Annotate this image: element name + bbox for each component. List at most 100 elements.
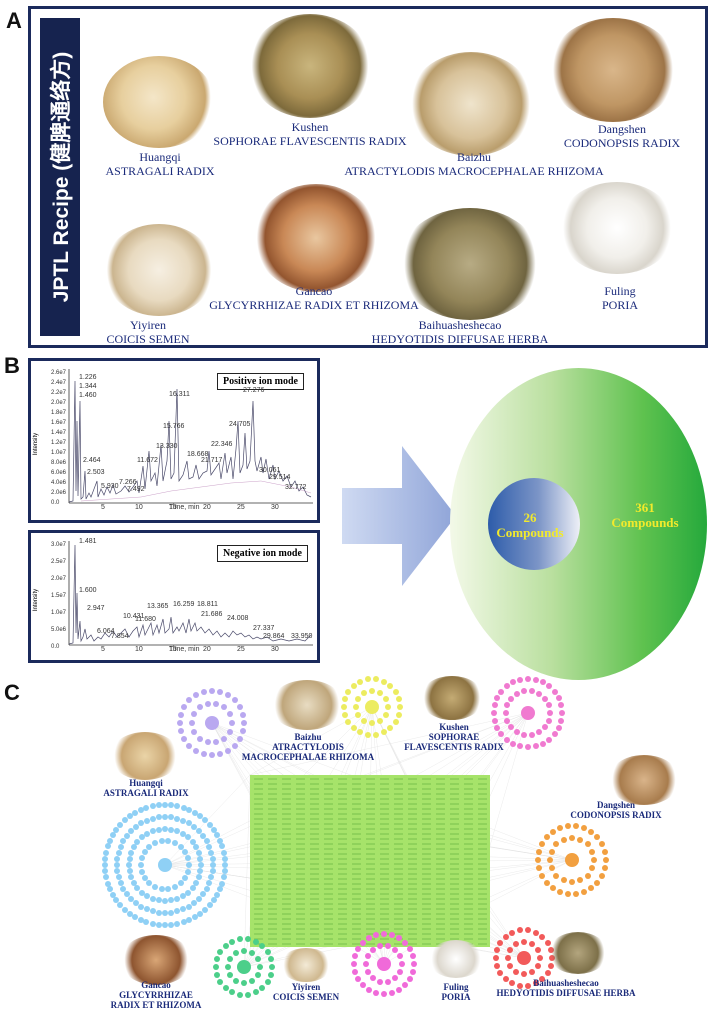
fuling-compound-node xyxy=(364,968,371,975)
huangqi-compound-node xyxy=(239,711,246,718)
gancao-compound-node xyxy=(146,843,153,850)
fuling-compound-node xyxy=(396,935,402,942)
c-baizhu-image xyxy=(270,680,344,730)
huangqi-compound-node xyxy=(221,704,228,711)
panel-label-b: B xyxy=(4,353,20,378)
kushen-compound-node xyxy=(503,683,510,690)
baizhu-compound-node xyxy=(353,704,359,710)
peak-label: 16.259 xyxy=(173,601,195,608)
gancao-compound-node xyxy=(134,885,141,892)
dangshen-compound-node xyxy=(535,865,542,872)
fuling-compound-node xyxy=(364,953,371,960)
dangshen-compound-node xyxy=(581,825,588,832)
baihuasheshecao-compound-node xyxy=(544,939,551,946)
gancao-pinyin: Gancao xyxy=(295,284,333,298)
y-tick-label: 6.0e6 xyxy=(51,470,67,476)
dangshen-compound-node xyxy=(549,829,556,836)
gancao-compound-node xyxy=(123,891,130,898)
x-tick-label: 15 xyxy=(169,646,177,653)
gancao-compound-node xyxy=(186,807,193,814)
gancao-compound-node xyxy=(162,898,168,904)
gancao-compound-node xyxy=(144,830,150,837)
x-tick-label: 5 xyxy=(101,504,105,511)
dangshen-compound-node xyxy=(535,857,541,863)
kushen-compound-node xyxy=(525,744,531,750)
dangshen-compound-node xyxy=(564,890,571,897)
peak-label: 7.854 xyxy=(111,633,129,640)
baihuasheshecao-compound-node xyxy=(507,947,514,953)
gancao-compound-node xyxy=(197,813,204,820)
kushen-compound-node xyxy=(536,690,542,697)
yiyiren-compound-node xyxy=(252,938,259,945)
huangqi-compound-node xyxy=(239,728,246,735)
y-tick-label: 2.0e6 xyxy=(51,490,67,496)
gancao-compound-node xyxy=(141,874,148,881)
kushen-compound-node xyxy=(504,702,511,709)
x-tick-label: 15 xyxy=(169,504,177,511)
gancao-compound-node xyxy=(155,909,162,916)
arrow-icon xyxy=(342,446,456,586)
dangshen-pinyin: Dangshen xyxy=(597,122,646,136)
peak-label: 7.492 xyxy=(127,486,145,493)
dangshen-hub-node xyxy=(565,853,579,867)
kushen-compound-node xyxy=(532,743,539,750)
gancao-compound-node xyxy=(168,921,175,928)
gancao-compound-node xyxy=(191,900,198,907)
kushen-compound-node xyxy=(521,688,528,695)
c-fuling-image xyxy=(428,940,484,978)
peak-label: 29.514 xyxy=(269,474,291,481)
gancao-compound-node xyxy=(174,828,181,835)
gancao-compound-node xyxy=(152,840,159,847)
baihuasheshecao-compound-node xyxy=(547,962,554,969)
dangshen-compound-node xyxy=(573,823,580,830)
gancao-compound-node xyxy=(114,868,121,875)
huangqi-compound-node xyxy=(241,720,247,726)
kushen-compound-node xyxy=(539,679,546,686)
baizhu-compound-node xyxy=(387,725,394,732)
gancao-compound-node xyxy=(113,826,120,833)
baihuasheshecao-compound-node xyxy=(494,947,501,954)
baihuasheshecao-compound-node xyxy=(494,962,501,969)
gancao-compound-node xyxy=(219,843,226,850)
negative-chromatogram-frame: Negative ion mode Intensity Time, min 3.… xyxy=(28,530,320,663)
dangshen-compound-node xyxy=(543,834,550,841)
gancao-compound-node xyxy=(197,868,204,875)
positive-chromatogram-frame: Positive ion mode Intensity Time, min 2.… xyxy=(28,358,320,523)
c-kushen-image xyxy=(420,676,484,720)
baizhu-compound-node xyxy=(361,690,367,697)
yiyiren-compound-node xyxy=(217,948,224,955)
fuling-compound-node xyxy=(402,982,409,989)
dangshen-compound-node xyxy=(569,835,575,841)
y-tick-label: 1.5e7 xyxy=(51,593,67,599)
gancao-compound-node xyxy=(134,838,141,845)
fuling-compound-node xyxy=(366,986,372,993)
gancao-compound-node xyxy=(206,843,213,850)
dangshen-compound-node xyxy=(577,877,584,884)
recipe-title: JPTL Recipe (健脾通络方) xyxy=(50,51,73,303)
kushen-compound-node xyxy=(546,736,553,743)
huangqi-compound-node xyxy=(236,704,243,710)
gancao-compound-node xyxy=(102,855,109,862)
dangshen-compound-node xyxy=(599,872,606,879)
gancao-compound-node xyxy=(162,802,168,808)
huangqi-compound-node xyxy=(193,692,199,699)
y-tick-label: 4.0e6 xyxy=(51,480,67,486)
fuling-compound-node xyxy=(406,976,413,982)
y-tick-label: 1.0e7 xyxy=(51,610,67,616)
dangshen-compound-node xyxy=(584,841,591,848)
huangqi-compound-node xyxy=(181,736,188,742)
yiyiren-compound-node xyxy=(227,972,234,978)
gancao-compound-node xyxy=(132,810,138,817)
yiyiren-compound-node xyxy=(241,948,247,954)
kushen-compound-node xyxy=(539,740,546,747)
gancao-compound-node xyxy=(220,874,227,881)
y-tick-label: 1.8e7 xyxy=(51,410,67,416)
huangqi-compound-node xyxy=(189,720,195,726)
dangshen-compound-node xyxy=(564,823,571,830)
c-huangqi-image xyxy=(110,732,180,780)
huangqi-compound-node xyxy=(204,739,211,746)
huangqi-compound-node xyxy=(217,750,224,757)
c-baihuasheshecao-image xyxy=(548,932,608,974)
